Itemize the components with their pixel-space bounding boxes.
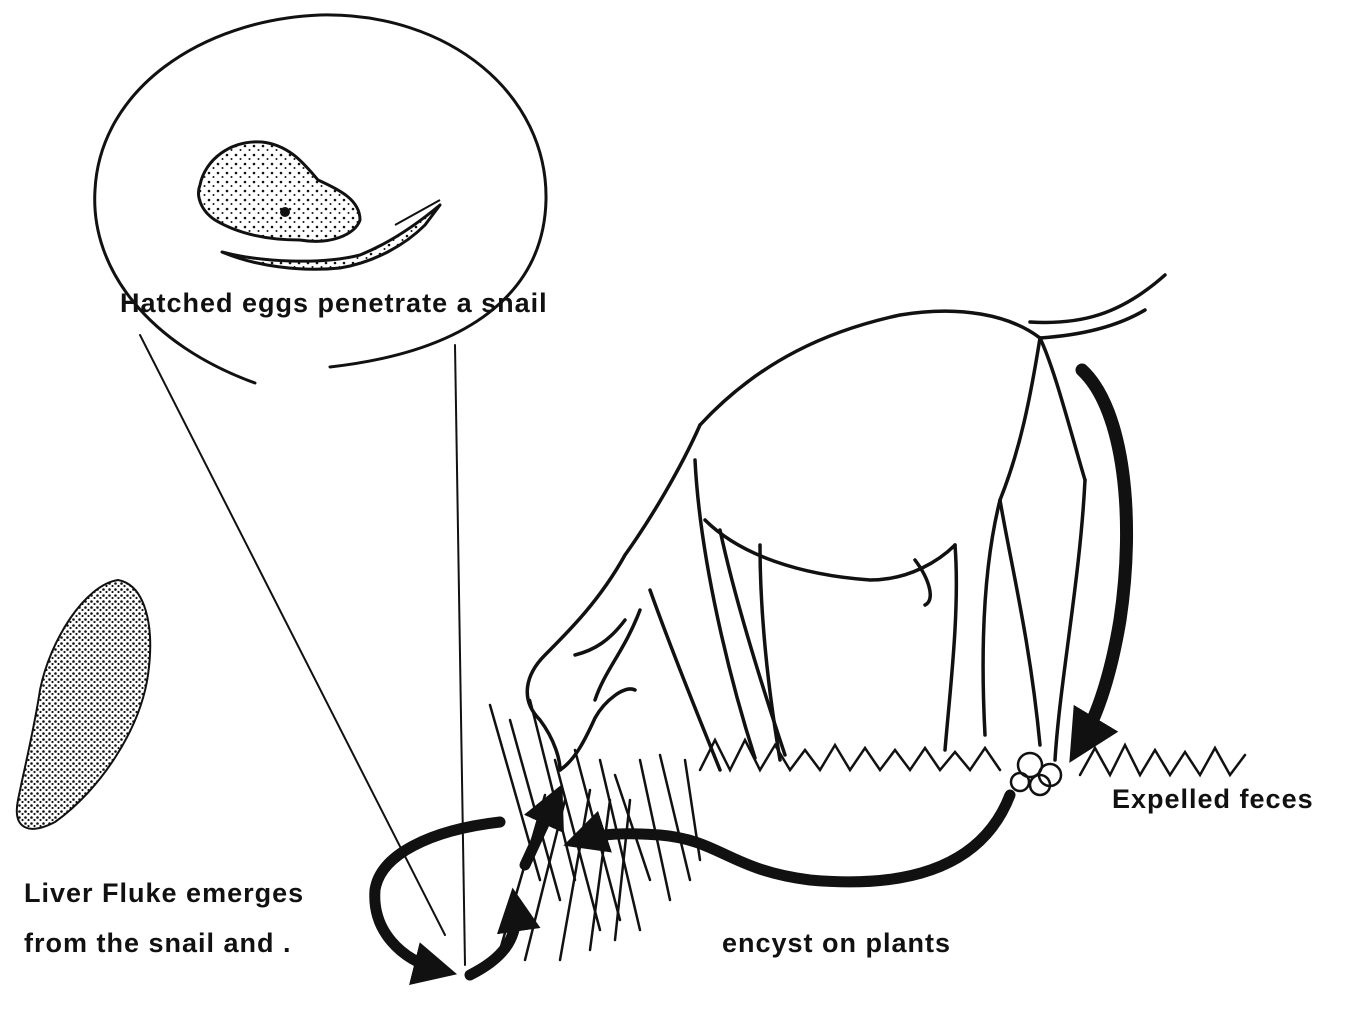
snail-illustration xyxy=(199,142,440,269)
arrow-feces-to-plants xyxy=(580,795,1010,882)
encyst-on-plants-label: encyst on plants xyxy=(722,930,951,957)
expelled-feces-label: Expelled feces xyxy=(1112,786,1314,813)
liver-fluke-illustration xyxy=(17,580,150,829)
goat-illustration xyxy=(527,275,1165,770)
hatched-eggs-label: Hatched eggs penetrate a snail xyxy=(120,290,548,317)
arrow-rump-to-feces xyxy=(1080,370,1127,745)
liver-fluke-label-line1: Liver Fluke emerges xyxy=(24,880,304,907)
liver-fluke-label-line2: from the snail and . xyxy=(24,930,292,957)
arrow-cycle-left xyxy=(375,822,500,970)
